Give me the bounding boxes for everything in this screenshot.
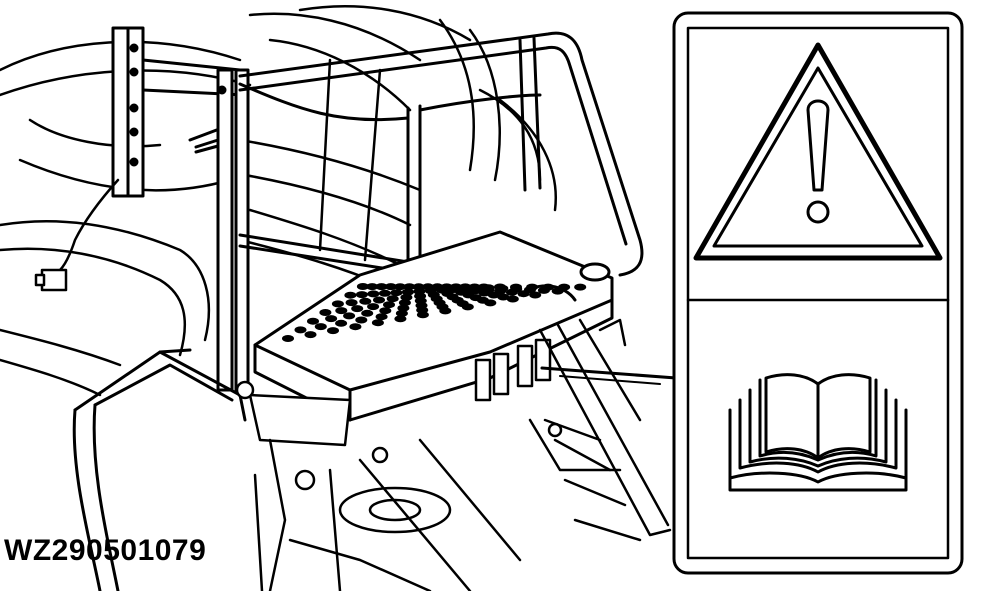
perforation-hole xyxy=(400,293,413,301)
perforation-hole xyxy=(345,299,358,307)
perforation-hole xyxy=(375,313,388,321)
safety-decal xyxy=(672,11,964,575)
perforation-hole xyxy=(349,323,362,331)
perforation-hole xyxy=(386,295,399,303)
perforation-hole xyxy=(344,291,357,299)
perforation-hole xyxy=(331,300,344,308)
perforation-hole xyxy=(282,335,294,342)
perforation-hole xyxy=(343,312,356,320)
perforation-hole xyxy=(373,296,385,304)
perforation-hole xyxy=(307,317,319,325)
perforation-hole xyxy=(412,283,425,291)
perforation-hole xyxy=(384,283,397,291)
operator-manual-book-icon xyxy=(728,373,908,492)
figure-identifier: WZ290501079 xyxy=(4,534,207,567)
perforation-hole xyxy=(403,283,416,291)
perforation-hole xyxy=(371,319,384,327)
perforation-hole xyxy=(355,291,368,299)
perforation-hole xyxy=(401,288,414,296)
guard-posts xyxy=(194,68,250,392)
perforation-hole xyxy=(529,291,542,299)
perforation-hole xyxy=(367,303,380,311)
perforation-hole xyxy=(325,315,338,323)
perforation-hole xyxy=(375,283,388,291)
perforation-hole xyxy=(327,327,339,335)
warning-triangle-icon xyxy=(693,42,943,261)
perforation-hole xyxy=(314,323,327,331)
perforation-hole xyxy=(397,304,410,312)
perforation-hole xyxy=(335,307,348,315)
perforation-hole xyxy=(378,289,391,297)
perforation-hole xyxy=(459,283,472,291)
perforation-hole xyxy=(422,283,434,291)
lower-mechanism xyxy=(235,318,672,591)
perforation-hole xyxy=(431,283,444,291)
perforation-hole xyxy=(506,295,519,303)
perforation-hole xyxy=(351,305,364,313)
callout-leader xyxy=(540,366,678,385)
perforation-hole xyxy=(398,299,411,307)
perforation-hole xyxy=(356,283,369,290)
handrail xyxy=(238,31,644,277)
perforation-hole xyxy=(494,283,506,291)
fender xyxy=(72,348,247,591)
perforation-hole xyxy=(359,297,372,305)
perforation-hole xyxy=(497,293,510,301)
perforation-hole xyxy=(477,283,490,291)
perforation-hole xyxy=(394,283,407,291)
hanging-cable xyxy=(34,178,120,292)
perforation-hole xyxy=(319,309,332,316)
perforation-hole xyxy=(294,326,307,334)
step-platform xyxy=(253,230,614,422)
perforation-hole xyxy=(335,319,348,327)
perforation-hole xyxy=(450,283,462,291)
perforation-hole xyxy=(440,283,453,291)
perforation-hole xyxy=(366,283,379,291)
perforation-hole xyxy=(304,331,317,339)
perforation-hole xyxy=(361,309,374,317)
perforation-hole xyxy=(355,316,368,324)
perforation-hole xyxy=(510,283,522,291)
perforation-hole xyxy=(379,307,392,315)
perforation-hole xyxy=(367,290,380,298)
mounting-bracket xyxy=(111,26,247,198)
perforation-hole xyxy=(395,309,408,317)
perforation-hole xyxy=(468,283,481,291)
perforation-hole xyxy=(394,315,407,323)
perforation-hole xyxy=(383,301,395,309)
platform-perforation-holes xyxy=(282,283,587,342)
perforation-hole xyxy=(390,289,403,297)
machine-body-lines xyxy=(0,5,557,397)
perforation-hole xyxy=(574,283,587,291)
